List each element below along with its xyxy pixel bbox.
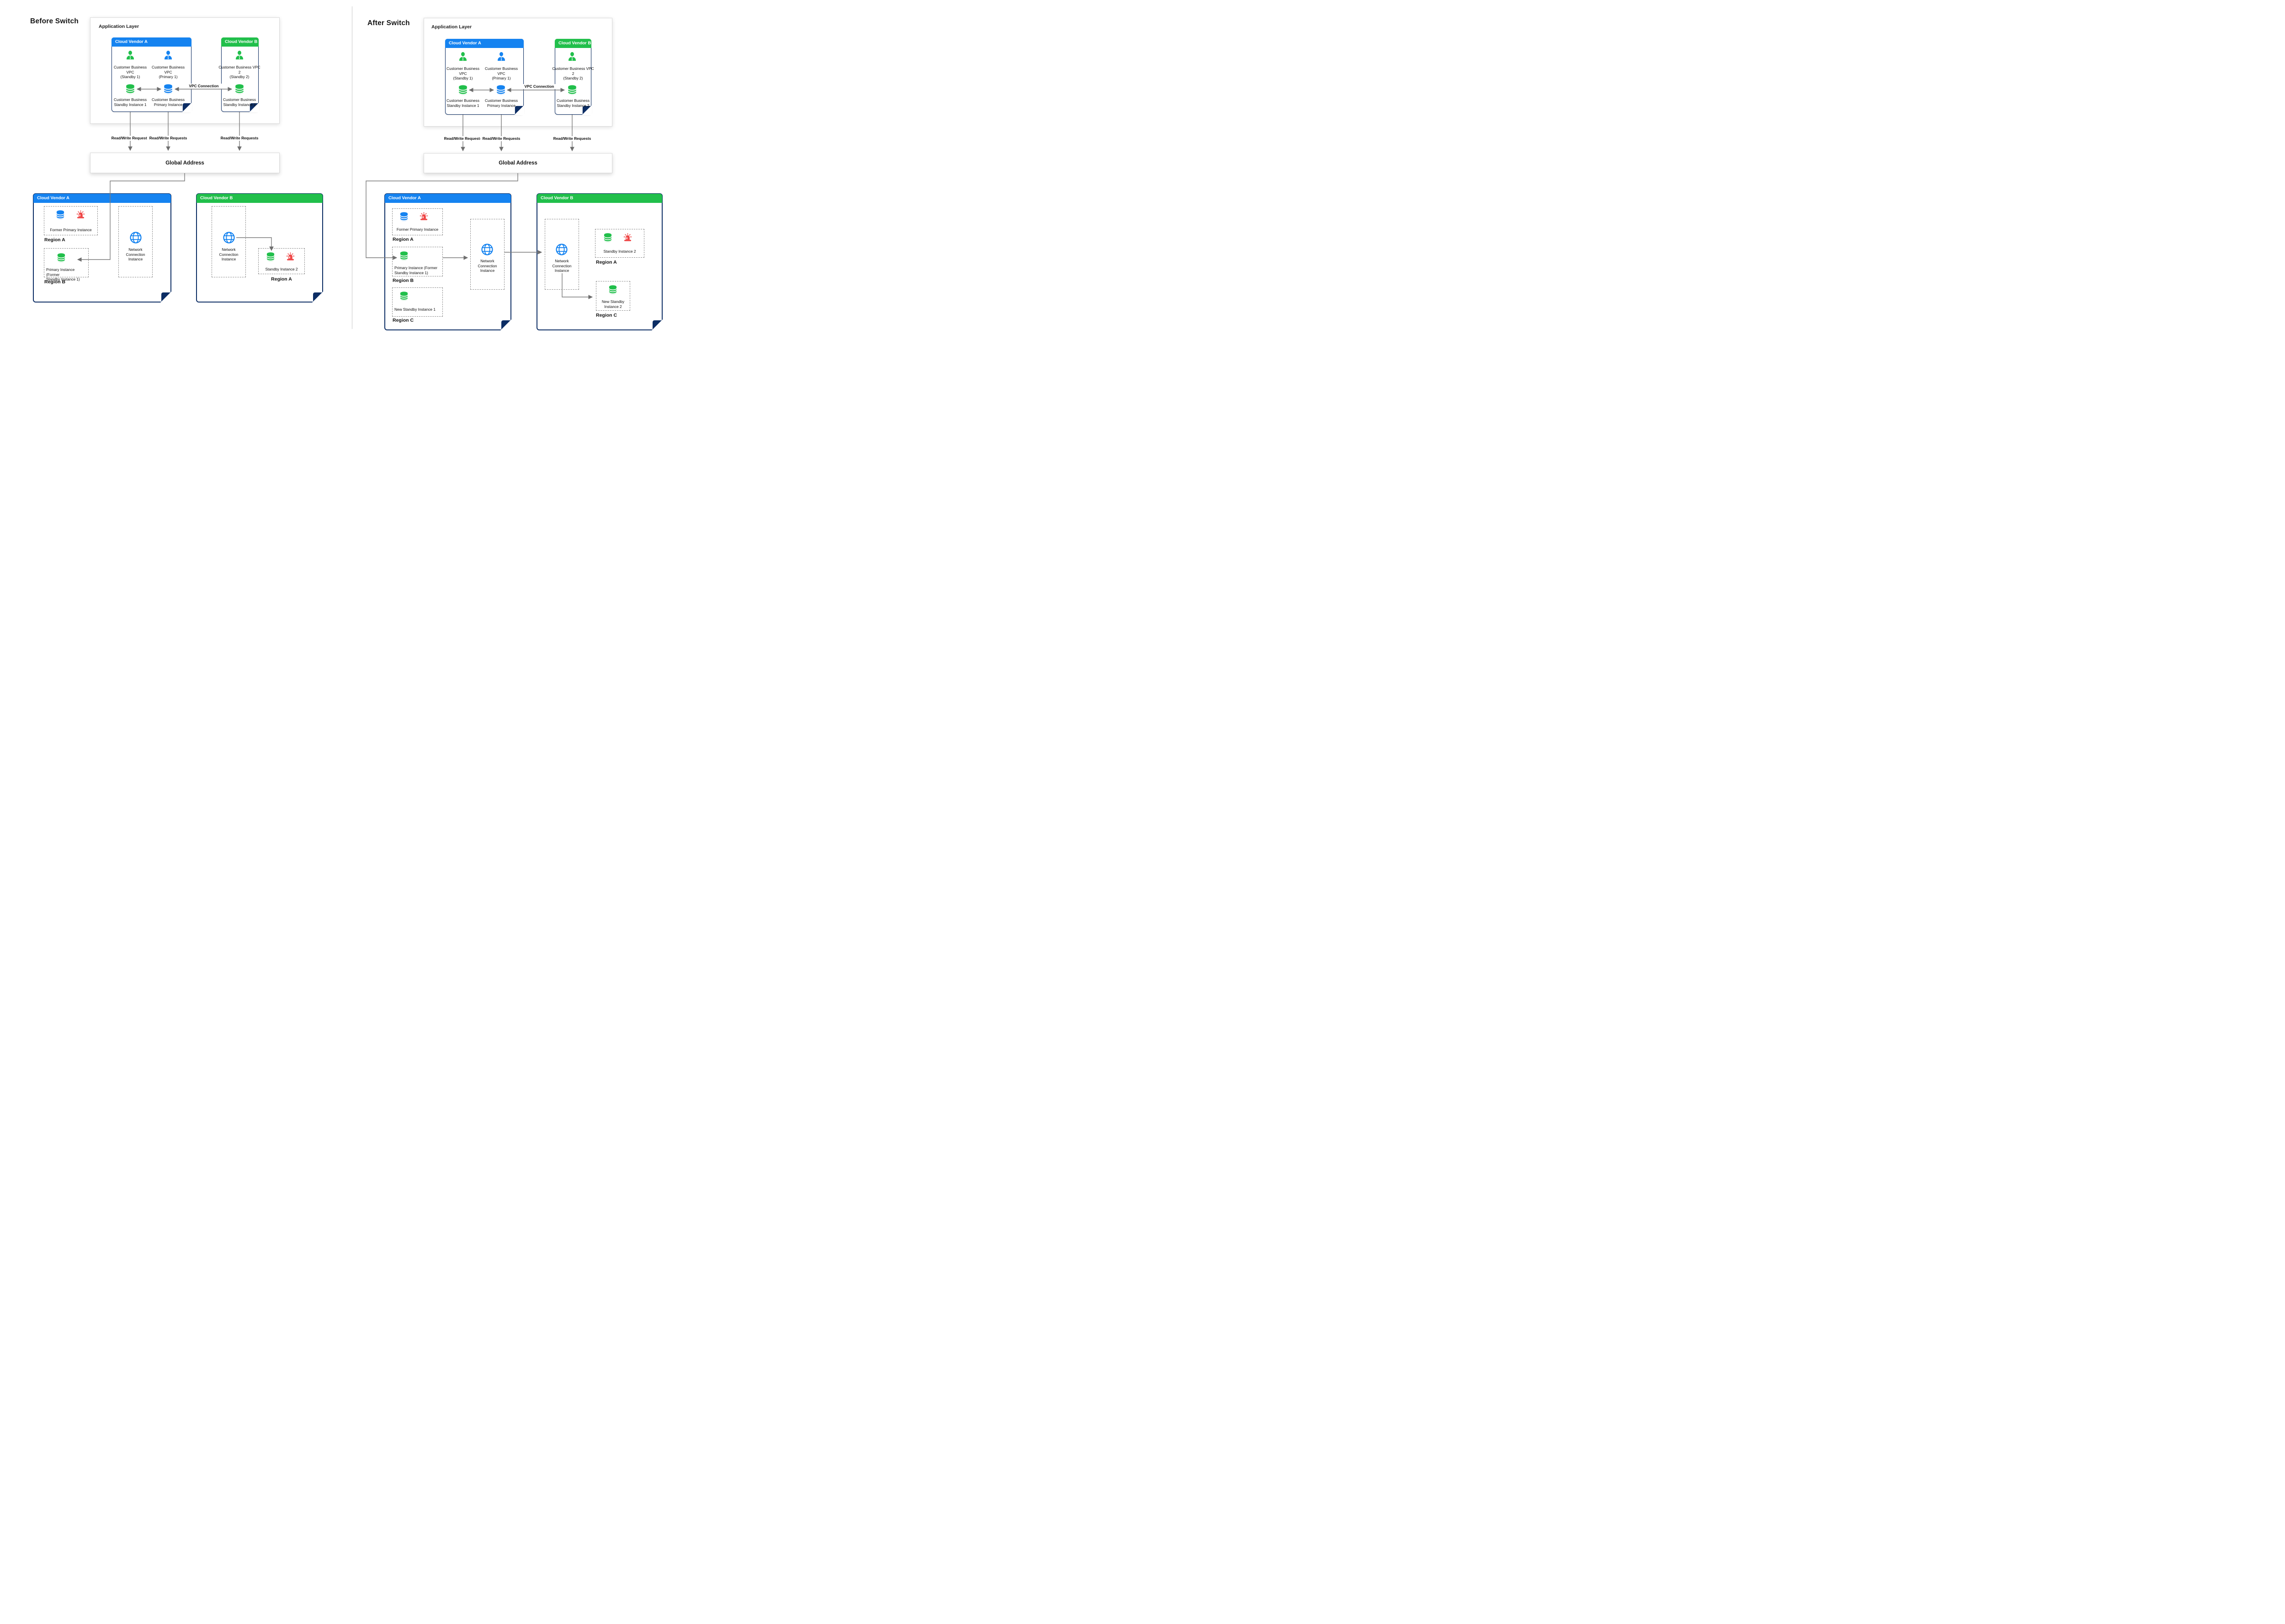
network-connection-instance-label: Network Connection Instance: [478, 259, 497, 273]
network-connection-instance-label: Network Connection Instance: [219, 247, 239, 262]
alarm-icon: [419, 212, 429, 221]
after-vb-region-c-box: [596, 281, 630, 311]
before-region-vendor-b-header: Cloud Vendor B: [197, 194, 323, 203]
before-vendor-b-card: Cloud Vendor B: [221, 37, 259, 112]
after-db-primary-label: Customer Business Primary Instance: [485, 98, 518, 108]
region-a-label: Region A: [393, 237, 414, 242]
before-global-address-box: Global Address: [90, 153, 280, 173]
new-standby-instance-1-label: New Standby Instance 1: [394, 307, 436, 312]
globe-icon: [480, 243, 494, 256]
database-icon: [125, 84, 136, 95]
database-icon: [608, 285, 618, 295]
primary-instance-label: Primary Instance (Former Standby Instanc…: [394, 265, 438, 275]
after-vpc-standby-label: Customer Business VPC (Standby 1): [446, 66, 479, 81]
database-icon: [567, 85, 578, 96]
database-icon: [266, 252, 276, 262]
before-db-standby2-label: Customer Business Standby Instance 2: [223, 97, 256, 107]
read-write-requests-label: Read/Write Requests: [551, 136, 593, 141]
database-icon: [163, 84, 174, 95]
after-region-vendor-b-panel: Cloud Vendor B: [537, 193, 663, 330]
alarm-icon: [286, 252, 295, 261]
read-write-requests-label: Read/Write Requests: [109, 136, 151, 141]
page-fold-icon: [160, 292, 171, 303]
page-fold-icon: [652, 319, 663, 330]
before-region-vendor-b-panel: Cloud Vendor B: [196, 193, 323, 303]
read-write-requests-label: Read/Write Requests: [147, 136, 189, 141]
database-icon: [234, 84, 245, 95]
before-application-layer-label: Application Layer: [99, 24, 139, 29]
after-global-address-box: Global Address: [424, 153, 612, 173]
region-a-label: Region A: [44, 237, 65, 243]
before-db-primary-label: Customer Business Primary Instance: [152, 97, 185, 107]
person-icon: [163, 50, 173, 60]
database-icon: [399, 291, 409, 301]
after-region-vendor-b-header: Cloud Vendor B: [537, 194, 662, 203]
after-vendor-a-card: Cloud Vendor A: [445, 39, 524, 115]
globe-icon: [129, 231, 143, 244]
globe-icon: [222, 231, 236, 244]
database-icon: [603, 233, 613, 243]
region-a-label: Region A: [271, 276, 292, 282]
before-vendor-a-card: Cloud Vendor A: [112, 37, 191, 112]
after-db-standby2-label: Customer Business Standby Instance 2: [557, 98, 590, 108]
before-vpc-standby-label: Customer Business VPC (Standby 1): [114, 65, 147, 80]
region-c-label: Region C: [596, 313, 617, 318]
before-vendor-a-header: Cloud Vendor A: [112, 37, 191, 47]
person-icon: [458, 52, 468, 62]
standby-instance-2-label: Standby Instance 2: [265, 267, 298, 271]
before-vpc-standby2-label: Customer Business VPC 2 (Standby 2): [218, 65, 260, 80]
after-vpc-standby2-label: Customer Business VPC 2 (Standby 2): [552, 66, 594, 81]
former-primary-instance-label: Former Primary Instance: [396, 227, 439, 232]
region-b-label: Region B: [393, 278, 414, 283]
new-standby-instance-2-label: New Standby Instance 2: [601, 299, 625, 309]
after-vpc-primary-label: Customer Business VPC (Primary 1): [485, 66, 518, 81]
after-vendor-b-card: Cloud Vendor B: [555, 39, 591, 115]
globe-icon: [555, 243, 569, 256]
database-icon: [457, 85, 468, 96]
after-region-c-box: [392, 287, 443, 317]
after-region-vendor-a-header: Cloud Vendor A: [385, 194, 511, 203]
after-title: After Switch: [367, 19, 410, 27]
region-c-label: Region C: [393, 318, 414, 323]
former-primary-instance-label: Former Primary Instance: [50, 228, 92, 232]
database-icon: [55, 210, 65, 220]
before-vpc-primary-label: Customer Business VPC (Primary 1): [152, 65, 185, 80]
after-vpc-connection-label: VPC Connection: [520, 84, 558, 89]
after-db-standby1-label: Customer Business Standby Instance 1: [446, 98, 479, 108]
database-icon: [56, 253, 66, 263]
read-write-requests-label: Read/Write Requests: [480, 136, 522, 141]
standby-instance-2-label: Standby Instance 2: [603, 249, 636, 254]
after-vendor-a-header: Cloud Vendor A: [445, 39, 524, 48]
primary-instance-label: Primary Instance (Former Standby Instanc…: [46, 267, 80, 282]
page-fold-icon: [500, 319, 511, 330]
after-application-layer-label: Application Layer: [431, 24, 472, 30]
network-connection-instance-label: Network Connection Instance: [552, 259, 572, 273]
network-connection-instance-label: Network Connection Instance: [126, 247, 145, 262]
person-icon: [234, 50, 244, 60]
read-write-requests-label: Read/Write Requests: [442, 136, 484, 141]
region-b-label: Region B: [44, 279, 66, 285]
before-region-vendor-a-header: Cloud Vendor A: [33, 194, 171, 203]
after-vendor-b-header: Cloud Vendor B: [555, 39, 591, 48]
person-icon: [496, 52, 506, 62]
before-vendor-b-header: Cloud Vendor B: [221, 37, 259, 47]
diagram-canvas: Before Switch Application Layer Cloud Ve…: [0, 0, 704, 339]
before-vb-region-a-box: [258, 248, 305, 274]
before-title: Before Switch: [30, 17, 79, 25]
before-vpc-connection-label: VPC Connection: [185, 84, 223, 89]
database-icon: [495, 85, 506, 96]
person-icon: [125, 50, 135, 60]
before-db-standby1-label: Customer Business Standby Instance 1: [114, 97, 147, 107]
read-write-requests-label: Read/Write Requests: [218, 136, 260, 141]
after-vb-region-a-box: [595, 229, 644, 258]
alarm-icon: [623, 233, 632, 242]
database-icon: [399, 212, 409, 222]
alarm-icon: [76, 210, 85, 219]
before-region-b-box: [44, 248, 89, 277]
page-fold-icon: [312, 292, 323, 303]
database-icon: [399, 251, 409, 261]
person-icon: [567, 52, 577, 62]
region-a-label: Region A: [596, 260, 617, 265]
